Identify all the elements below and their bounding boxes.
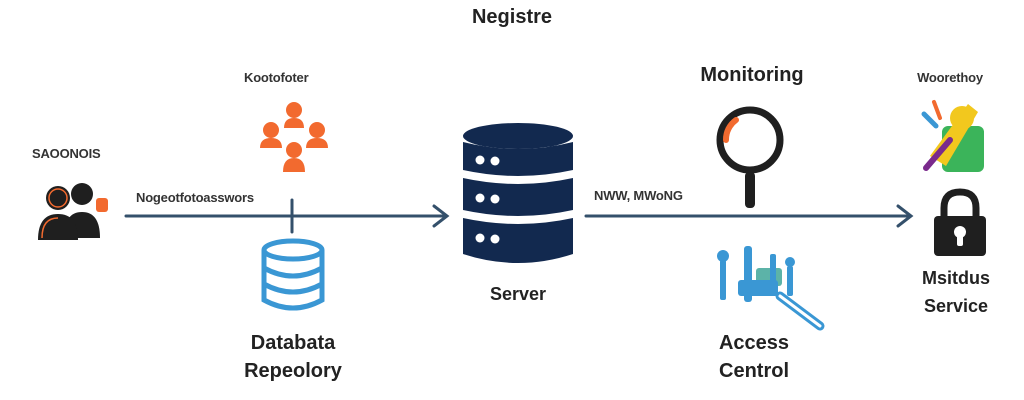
edge-label-right: NWW, MWoNG xyxy=(594,188,683,203)
service-top-label: Woorethoy xyxy=(917,70,983,85)
access-label-line2: Centrol xyxy=(719,360,789,382)
lock-icon xyxy=(934,188,986,256)
database-icon xyxy=(261,238,325,311)
server-icon xyxy=(463,123,573,263)
edge-label-left: Nogeotfotoasswors xyxy=(136,190,254,205)
org-label: Kootofoter xyxy=(244,70,309,85)
service-label-line1: Msitdus xyxy=(921,268,990,288)
arrow-right-head xyxy=(896,204,914,228)
arrow-left-head xyxy=(432,204,450,228)
org-chart-icon xyxy=(260,102,328,172)
access-tools-icon xyxy=(717,246,825,331)
diagram-title: Negistre xyxy=(471,6,553,28)
database-label-line2: Repeolory xyxy=(244,360,342,382)
server-label: Server xyxy=(489,284,547,304)
service-label-line2: Service xyxy=(923,296,989,316)
users-icon xyxy=(38,183,108,240)
decorative-tools-icon xyxy=(921,100,984,172)
magnifier-icon xyxy=(716,106,784,208)
database-label-line1: Databata xyxy=(250,332,336,354)
access-label-line1: Access xyxy=(718,332,790,354)
monitoring-label: Monitoring xyxy=(700,64,804,86)
users-label: SAOONOIS xyxy=(32,146,101,161)
